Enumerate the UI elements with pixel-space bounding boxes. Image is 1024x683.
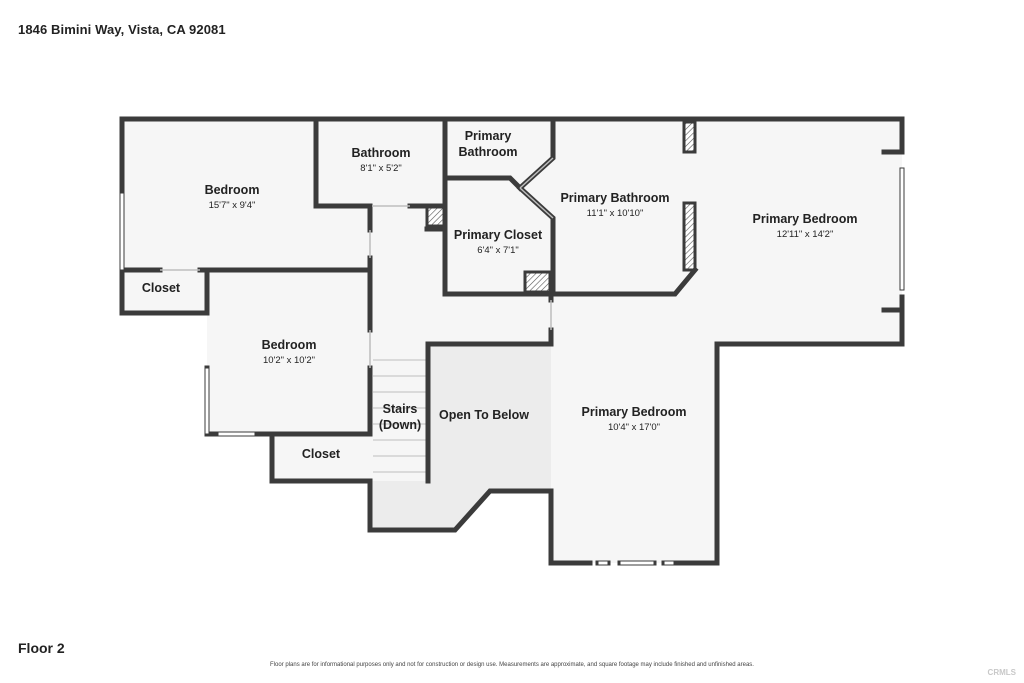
stairs-treads <box>373 359 426 473</box>
room-name-primary-bedroom-ne: Primary Bedroom <box>753 212 858 226</box>
room-name-primary-bathroom-small-2: Bathroom <box>458 145 517 159</box>
room-dims-primary-bathroom: 11'1" x 10'10" <box>587 208 644 219</box>
room-dims-primary-closet: 6'4" x 7'1" <box>477 245 519 256</box>
disclaimer-text: Floor plans are for informational purpos… <box>270 662 754 668</box>
chase-blocks <box>425 120 697 294</box>
room-name-closet-w: Closet <box>142 281 181 295</box>
open-to-below-area <box>370 344 551 530</box>
room-dims-bathroom: 8'1" x 5'2" <box>360 163 402 174</box>
room-name-stairs-1: Stairs <box>383 402 418 416</box>
room-name-stairs-2: (Down) <box>379 418 421 432</box>
property-address: 1846 Bimini Way, Vista, CA 92081 <box>18 22 226 37</box>
room-name-bathroom: Bathroom <box>351 146 410 160</box>
room-name-bedroom-nw: Bedroom <box>205 183 260 197</box>
room-name-primary-bathroom: Primary Bathroom <box>560 191 669 205</box>
room-dims-bedroom-sw: 10'2" x 10'2" <box>263 355 315 366</box>
room-dims-bedroom-nw: 15'7" x 9'4" <box>209 200 256 211</box>
room-name-bedroom-sw: Bedroom <box>262 338 317 352</box>
room-labels: Bedroom 15'7" x 9'4" Bathroom 8'1" x 5'2… <box>142 129 858 461</box>
floor-label: Floor 2 <box>18 640 65 656</box>
watermark-logo: CRMLS <box>987 668 1016 677</box>
room-name-primary-bathroom-small-1: Primary <box>465 129 512 143</box>
room-name-open-to-below: Open To Below <box>439 408 529 422</box>
room-name-closet-s: Closet <box>302 447 341 461</box>
room-name-primary-closet: Primary Closet <box>454 228 543 242</box>
room-dims-primary-bedroom-ne: 12'11" x 14'2" <box>777 229 834 240</box>
room-dims-primary-bedroom-s: 10'4" x 17'0" <box>608 422 660 433</box>
door-openings <box>160 157 554 368</box>
room-name-primary-bedroom-s: Primary Bedroom <box>582 405 687 419</box>
windows <box>119 167 905 566</box>
floor-fill <box>122 119 902 563</box>
